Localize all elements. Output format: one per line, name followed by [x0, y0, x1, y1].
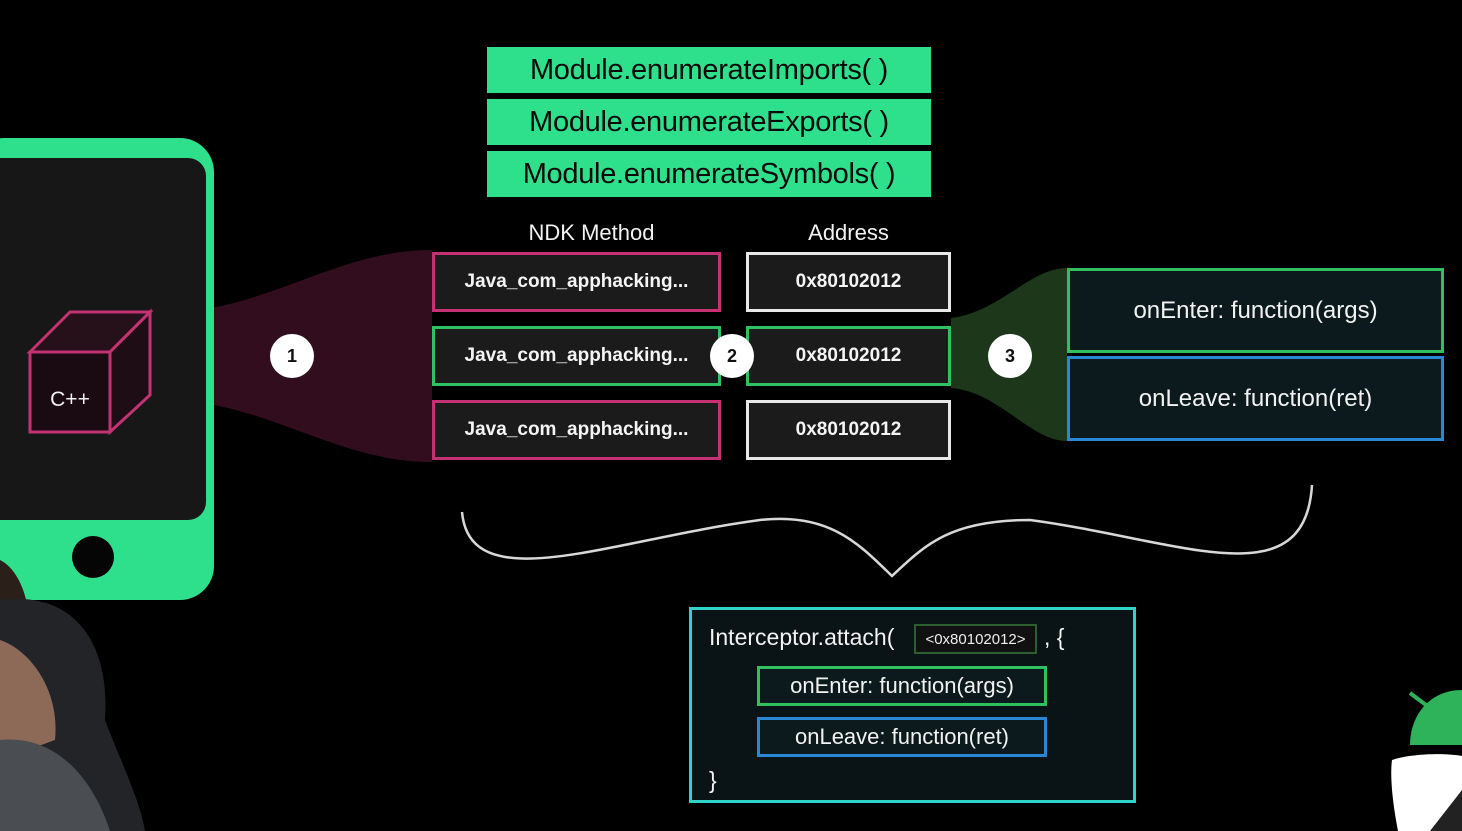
header-ndk-method: NDK Method — [528, 220, 655, 245]
api-enumerate-symbols: Module.enumerateSymbols( ) — [487, 151, 931, 197]
step-marker-1: 1 — [270, 334, 314, 378]
ndk-method-row-3: Java_com_apphacking... — [432, 400, 721, 460]
code-attach-prefix: Interceptor.attach( — [709, 624, 895, 650]
code-attach-suffix: , { — [1044, 624, 1065, 650]
code-on-enter: onEnter: function(args) — [757, 666, 1047, 706]
address-row-1: 0x80102012 — [746, 252, 951, 312]
cube-label: C++ — [50, 388, 90, 411]
header-address: Address — [808, 220, 889, 245]
ndk-method-row-2: Java_com_apphacking... — [432, 326, 721, 386]
ndk-method-row-1: Java_com_apphacking... — [432, 252, 721, 312]
brace — [460, 484, 1314, 578]
presenter-partial — [0, 560, 145, 831]
api-enumerate-imports: Module.enumerateImports( ) — [487, 47, 931, 93]
cpp-cube-icon — [26, 308, 154, 436]
code-on-leave: onLeave: function(ret) — [757, 717, 1047, 757]
code-close-brace: } — [709, 767, 717, 793]
android-logo-partial — [1391, 690, 1462, 831]
hook-on-enter: onEnter: function(args) — [1067, 268, 1444, 353]
interceptor-code-panel: Interceptor.attach( <0x80102012> , { onE… — [689, 607, 1136, 803]
code-address-placeholder: <0x80102012> — [914, 624, 1037, 654]
hook-on-leave: onLeave: function(ret) — [1067, 356, 1444, 441]
api-enumerate-exports: Module.enumerateExports( ) — [487, 99, 931, 145]
step-marker-3: 3 — [988, 334, 1032, 378]
address-row-3: 0x80102012 — [746, 400, 951, 460]
phone-home-button — [72, 536, 114, 578]
step-marker-2: 2 — [710, 334, 754, 378]
address-row-2: 0x80102012 — [746, 326, 951, 386]
